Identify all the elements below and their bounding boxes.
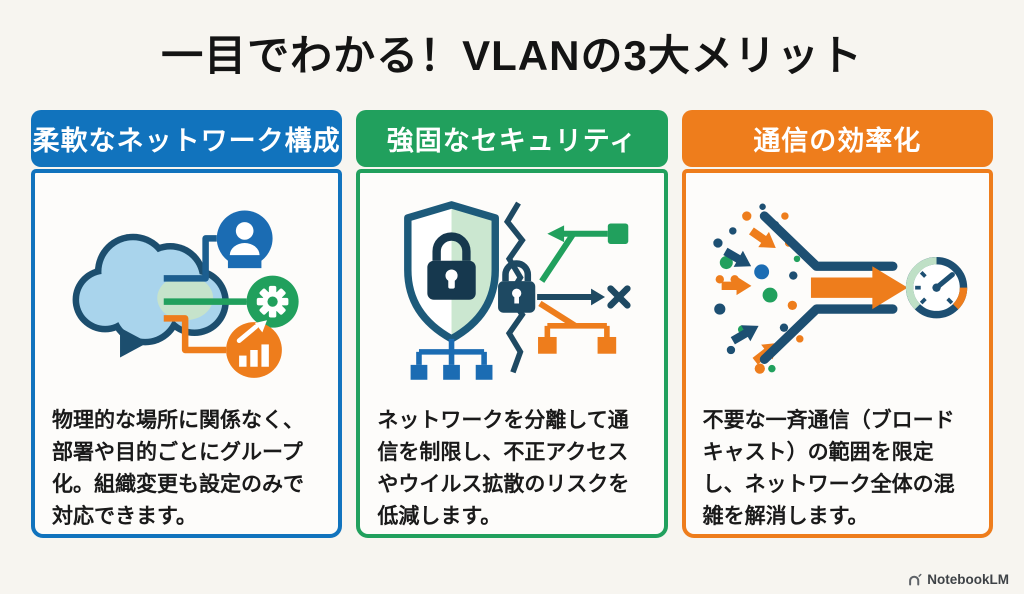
- person-node-icon: [216, 210, 273, 269]
- cloud-green-tint: [156, 275, 213, 321]
- funnel-gauge-svg: [713, 203, 968, 374]
- throughput-arrow: [811, 266, 909, 310]
- card-body-efficiency: 不要な一斉通信（ブロードキャスト）の範囲を限定し、ネットワーク全体の混雑を解消し…: [681, 169, 993, 538]
- cloud-network-branches-icon: [56, 173, 318, 401]
- center-lock-icon: [498, 260, 536, 313]
- benefit-cards-row: 柔軟なネットワーク構成: [0, 110, 1024, 538]
- card-header-efficiency: 通信の効率化: [681, 110, 993, 167]
- card-header-security: 強固なセキュリティ: [356, 110, 668, 167]
- branch-line-orange: [163, 315, 226, 354]
- shield-lock-network-svg: [404, 201, 631, 380]
- cloud-network-branches-svg: [72, 210, 299, 378]
- watermark-label: NotebookLM: [927, 572, 1009, 587]
- card-header-label: 強固なセキュリティ: [386, 126, 638, 156]
- card-header-label: 柔軟なネットワーク構成: [32, 126, 341, 156]
- shield-lock-network-icon: [381, 173, 643, 401]
- card-header-flexible-network: 柔軟なネットワーク構成: [31, 110, 343, 167]
- growth-chart-node-icon: [225, 320, 282, 378]
- funnel-gauge-icon: [706, 173, 968, 401]
- blocked-path: [537, 285, 631, 309]
- card-efficiency: 通信の効率化: [681, 110, 993, 538]
- branch-line-blue: [163, 235, 217, 282]
- card-security: 強固なセキュリティ: [356, 110, 668, 538]
- green-allowed-path: [539, 223, 629, 283]
- card-description: ネットワークを分離して通信を制限し、不正アクセスやウイルス拡散のリスクを低減しま…: [377, 409, 630, 528]
- notebooklm-logo-icon: [909, 573, 922, 586]
- card-body-security: ネットワークを分離して通信を制限し、不正アクセスやウイルス拡散のリスクを低減しま…: [356, 169, 668, 538]
- gear-node-icon: [246, 275, 299, 328]
- blue-network-tree: [416, 338, 487, 365]
- page-title: 一目でわかる！VLANの3大メリット: [161, 32, 863, 79]
- speed-gauge-icon: [906, 256, 968, 319]
- card-flexible-network: 柔軟なネットワーク構成: [31, 110, 343, 538]
- card-description: 物理的な場所に関係なく、部署や目的ごとにグループ化。組織変更も設定のみで対応でき…: [52, 409, 304, 528]
- funnel-lines: [760, 211, 898, 364]
- watermark: NotebookLM: [907, 572, 1009, 587]
- blue-network-nodes: [410, 364, 493, 380]
- shield-lock-icon: [404, 201, 499, 343]
- card-body-flexible-network: 物理的な場所に関係なく、部署や目的ごとにグループ化。組織変更も設定のみで対応でき…: [31, 169, 343, 538]
- cloud-arrow: [119, 327, 148, 358]
- card-header-label: 通信の効率化: [753, 126, 922, 156]
- card-description: 不要な一斉通信（ブロードキャスト）の範囲を限定し、ネットワーク全体の混雑を解消し…: [702, 409, 955, 528]
- orange-network-tree: [538, 300, 617, 354]
